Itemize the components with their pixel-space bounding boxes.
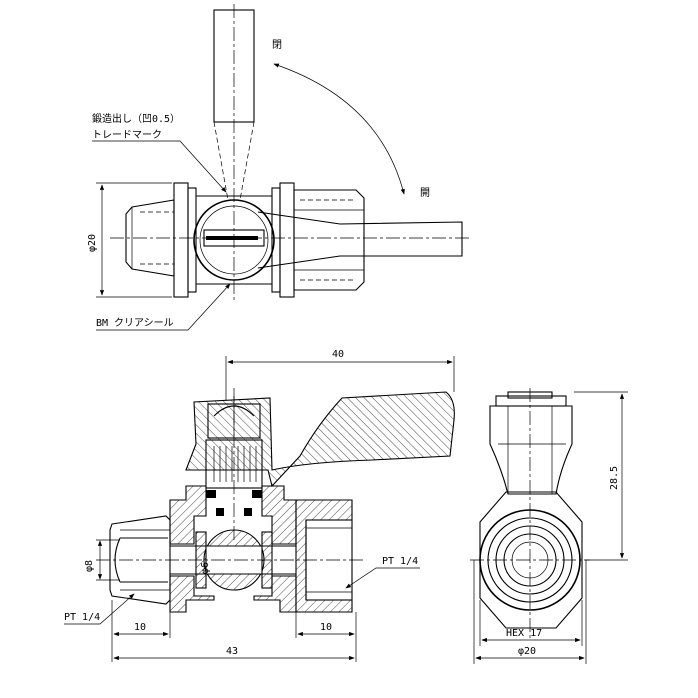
dim-hex17: HEX 17: [506, 628, 542, 639]
stem-boss: [193, 199, 275, 281]
outlet-thread: [306, 527, 352, 593]
dim-phi8: φ8: [84, 560, 95, 572]
dim-10-right: 10: [320, 622, 332, 633]
front-section-view: φ6 φ8 PT 1/4 PT 1/4 40 10 10 43: [64, 349, 455, 662]
section-inlet: [109, 515, 171, 605]
dim-40: 40: [332, 349, 344, 360]
open-label: 開: [420, 187, 430, 199]
top-view: 閉 開 鍛造出し（凹0.5） トレードマーク BM クリアシール φ20: [87, 4, 470, 331]
pt-right-label: PT 1/4: [382, 556, 418, 567]
trademark-label: トレードマーク: [92, 129, 162, 141]
handle-open: [257, 211, 463, 269]
stem-knurl: [213, 446, 257, 482]
dim-phi20-side: φ20: [518, 646, 536, 657]
dim-phi6: φ6: [200, 562, 211, 574]
pt-left-label: PT 1/4: [64, 612, 100, 623]
dim-phi20-top: φ20: [87, 234, 98, 252]
dim-28-5: 28.5: [609, 466, 620, 490]
dim-43: 43: [226, 646, 238, 657]
seal-label: BM クリアシール: [96, 317, 174, 329]
forged-mark-label: 鍛造出し（凹0.5）: [92, 112, 180, 125]
dim-10-left: 10: [134, 622, 146, 633]
rotation-arc: [273, 63, 405, 195]
close-label: 閉: [272, 39, 282, 51]
side-view: 28.5 HEX 17 φ20: [470, 388, 628, 664]
hex-body: [479, 491, 583, 629]
